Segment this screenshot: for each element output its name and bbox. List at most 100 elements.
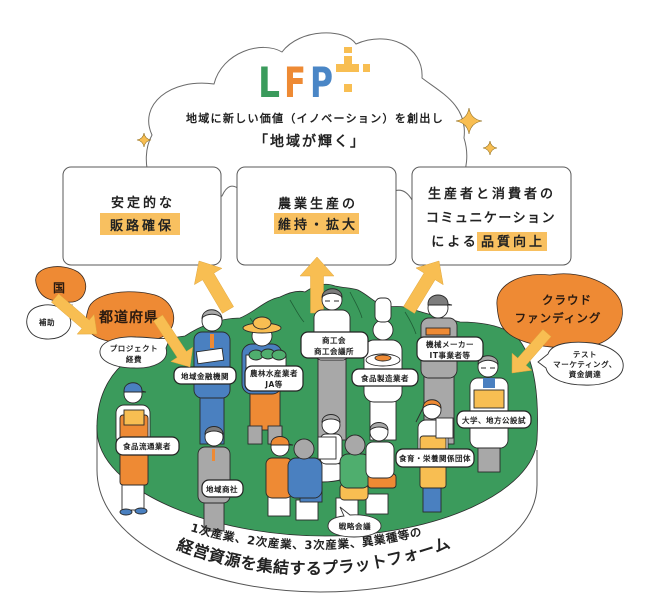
boot (247, 425, 263, 445)
plus-sparkle-icon (336, 47, 370, 92)
label-text: 商工会議所 (314, 346, 354, 356)
meeting-bubble-shape (327, 506, 382, 538)
outcome-box-sales-channel: 安定的な 販路確保 (62, 166, 222, 266)
hair (415, 399, 442, 423)
person-seated-white (365, 441, 395, 479)
arrow-icon-to-sales-channel (194, 260, 234, 314)
project-cost-bubble: プロジェクト 経費 (99, 336, 171, 369)
shirt (483, 378, 495, 388)
outcome-highlight: 販路確保 (110, 218, 174, 234)
mountain-ridge-line (289, 299, 305, 323)
stool (295, 499, 319, 521)
highlight-marker (100, 213, 180, 235)
parts-tray (425, 327, 451, 336)
label-university: 大学、地方公設試 (456, 410, 532, 429)
outcome-prefix: による (431, 235, 479, 250)
label-text: 食品流通業者 (123, 441, 171, 451)
outcome-text: 生産者と消費者の (428, 186, 556, 202)
logo-letter-l: L (258, 58, 280, 107)
funding-arrows (51, 293, 552, 374)
outcome-text: コミュニケーション (426, 211, 556, 226)
document (317, 436, 337, 460)
sparkle-icon (482, 140, 498, 156)
crowdfunding-note-bubble: テスト マーケティング、 資金調達 (537, 341, 624, 386)
stool (365, 493, 389, 515)
crowdfunding-label: クラウド (542, 293, 592, 307)
outcome-text: 安定的な (111, 195, 175, 211)
label-text: JA等 (264, 379, 283, 389)
hair (201, 309, 223, 320)
hair (321, 414, 341, 423)
vegetable (271, 349, 287, 361)
label-text: 大学、地方公設試 (462, 415, 526, 425)
cap (123, 382, 147, 393)
national-blob (35, 266, 87, 303)
vision-tagline: 「地域が輝く」 (254, 133, 366, 150)
dish (374, 354, 392, 362)
funding-prefecture: 都道府県 (85, 291, 175, 344)
label-text: 食育・栄養関係団体 (399, 453, 471, 463)
logo-letter-p: P (310, 58, 333, 107)
person-seated-green (339, 453, 371, 489)
arrow-icon-to-quality (403, 260, 444, 314)
subsidy-label: 補助 (38, 317, 55, 327)
arrow-icon-national-to-prefecture (51, 293, 98, 335)
legs (249, 389, 281, 431)
label-text: 地域金融機関 (181, 371, 229, 381)
crowdfunding-label: ファンディング (515, 311, 602, 325)
mountain-ridge-line (404, 311, 417, 335)
label-regional-finance: 地域金融機関 (173, 366, 237, 385)
crowdfunding-note-bubble-shape (537, 341, 624, 386)
hair (369, 422, 389, 431)
subsidy-bubble: 補助 (26, 304, 73, 340)
strategy-meeting-group (265, 414, 397, 521)
highlight-marker (274, 213, 359, 234)
label-text: 食品製造業者 (361, 373, 409, 383)
label-food-education: 食育・栄養関係団体 (395, 448, 475, 468)
project-cost-label: 経費 (126, 354, 142, 364)
head-back (293, 438, 315, 460)
tie (212, 449, 215, 461)
crowdfunding-blob (496, 273, 623, 349)
arrow-icon-prefecture-to-stakeholders (153, 314, 194, 368)
cap (270, 436, 294, 446)
label-regional-trading: 地域商社 (201, 479, 244, 498)
mountain-ridge-line (349, 291, 363, 319)
lfp-logo: L F P (258, 47, 370, 107)
stool (267, 495, 291, 517)
straw-hat-crown (252, 316, 272, 330)
meeting-label: 戦略会議 (339, 521, 371, 531)
label-food-distribution: 食品流通業者 (115, 436, 180, 456)
subsidy-bubble-shape (26, 304, 73, 340)
vision-cloud (145, 32, 468, 211)
outcome-box-production: 農業生産の 維持・拡大 (236, 166, 397, 266)
shoe (134, 507, 148, 515)
head-back (344, 434, 366, 456)
label-food-manufacturer: 食品製造業者 (351, 368, 419, 387)
crowdfunding-note: 資金調達 (569, 369, 601, 379)
outcome-text: 農業生産の (278, 196, 358, 212)
prefecture-label: 都道府県 (98, 309, 159, 326)
chef-hat (374, 297, 392, 323)
sparkle-icon (455, 107, 483, 135)
strategy-meeting-bubble: 戦略会議 (327, 506, 382, 538)
hair (321, 288, 343, 299)
outcome-box-quality: 生産者と消費者の コミュニケーション による 品質向上 (411, 166, 572, 266)
project-cost-label: プロジェクト (110, 343, 159, 353)
person-seated-blue (287, 457, 323, 499)
crowdfunding-note: マーケティング、 (553, 359, 617, 369)
label-text: 農林水産業者 (250, 368, 298, 378)
funding-crowdfunding: クラウド ファンディング (496, 273, 623, 349)
hair (204, 426, 224, 435)
vision-statement: 地域に新しい価値（イノベーション）を創出し (186, 111, 444, 125)
tie (210, 334, 214, 348)
crowdfunding-note: テスト (573, 350, 597, 359)
sparkle-icon (136, 132, 152, 148)
arrow-icon-crowdfunding-to-stakeholders (511, 329, 552, 374)
label-text: 商工会 (322, 335, 346, 345)
label-text: 機械メーカー (426, 339, 474, 349)
package (123, 409, 145, 426)
head (372, 319, 394, 341)
funding-national: 国 (35, 266, 87, 303)
